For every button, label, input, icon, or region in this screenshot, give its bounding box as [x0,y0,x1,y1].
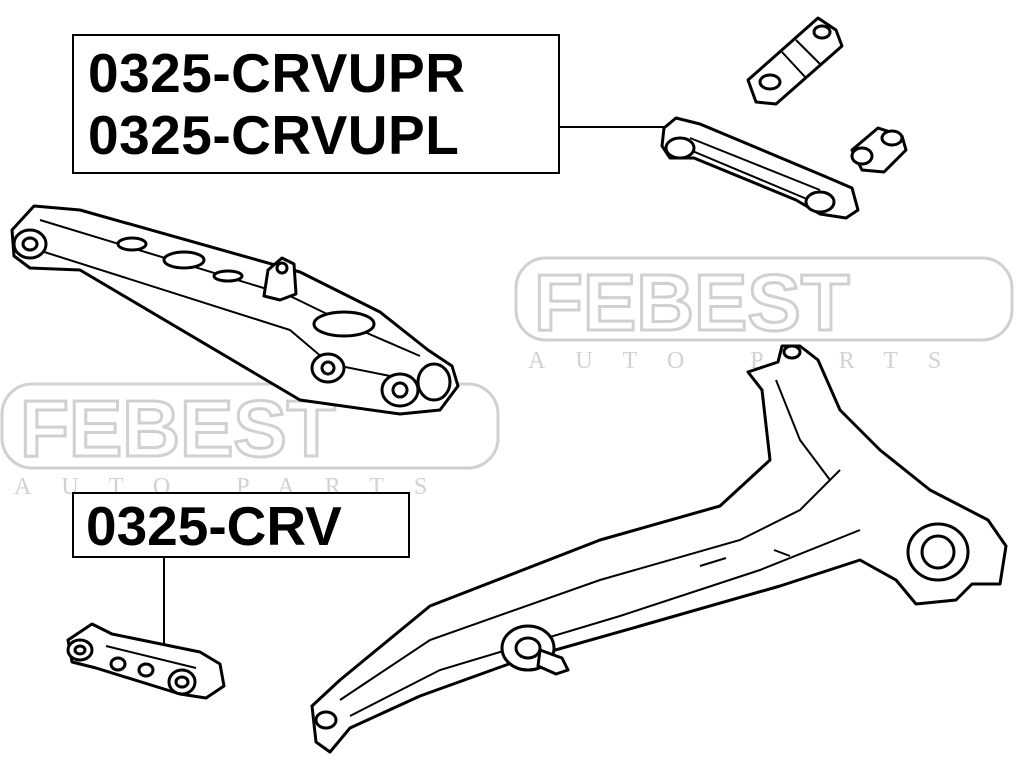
part-number-box-upper: 0325-CRVUPR 0325-CRVUPL [72,34,560,174]
part-number-crv: 0325-CRV [86,495,342,557]
upper-control-arm [660,116,860,220]
watermark-tagline-1: AUTO PARTS [528,348,971,374]
part-number-upl: 0325-CRVUPL [88,104,460,166]
part-number-box-crv: 0325-CRV [72,492,410,558]
watermark-brand-2: FEBEST [20,384,336,473]
bushing-sleeve [746,16,844,106]
watermark-upper-right: FEBEST AUTO PARTS [514,256,1014,374]
trailing-arm [310,344,1008,754]
part-number-upr: 0325-CRVUPR [88,42,466,104]
small-link-arm [66,622,226,700]
lower-control-arm [10,204,460,416]
watermark-brand-1: FEBEST [534,258,850,347]
bushing-small [850,126,908,174]
